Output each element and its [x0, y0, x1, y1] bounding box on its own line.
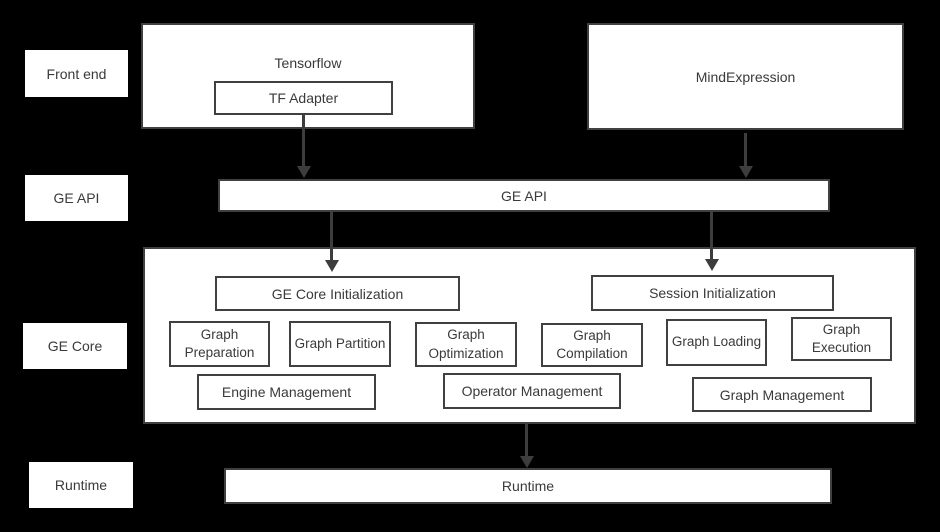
- graph-loading-box: Graph Loading: [666, 319, 767, 366]
- runtime-bar: Runtime: [224, 468, 832, 504]
- arrow-ge-api-to-session-initialization: [710, 212, 713, 259]
- arrow-ge-api-to-ge-core-initialization: [330, 212, 333, 260]
- graph-compilation-box: Graph Compilation: [541, 323, 643, 367]
- graph-preparation-box: Graph Preparation: [169, 321, 270, 367]
- arrow-tf-adapter-to-ge-api: [302, 113, 305, 166]
- engine-management-box: Engine Management: [197, 374, 376, 410]
- tf-adapter-box: TF Adapter: [214, 81, 393, 115]
- graph-management-box: Graph Management: [692, 377, 872, 412]
- arrow-ge-core-to-runtime: [525, 424, 528, 456]
- graph-optimization-box: Graph Optimization: [415, 322, 517, 367]
- ge-core-initialization-box: GE Core Initialization: [215, 276, 460, 311]
- tensorflow-box: Tensorflow TF Adapter: [141, 23, 475, 129]
- session-initialization-box: Session Initialization: [591, 275, 834, 311]
- operator-management-box: Operator Management: [443, 373, 621, 409]
- layer-label-front-end: Front end: [25, 50, 128, 97]
- layer-label-ge-api: GE API: [25, 175, 128, 221]
- layer-label-ge-core: GE Core: [23, 323, 127, 369]
- graph-partition-box: Graph Partition: [289, 321, 391, 367]
- graph-execution-box: Graph Execution: [791, 317, 892, 361]
- mindexpression-box: MindExpression: [587, 23, 904, 130]
- ge-core-container: GE Core Initialization Session Initializ…: [143, 247, 916, 424]
- ge-api-bar: GE API: [218, 179, 830, 212]
- layer-label-runtime: Runtime: [29, 462, 133, 508]
- tensorflow-label: Tensorflow: [274, 55, 342, 71]
- arrow-mindexpression-to-ge-api: [744, 133, 747, 166]
